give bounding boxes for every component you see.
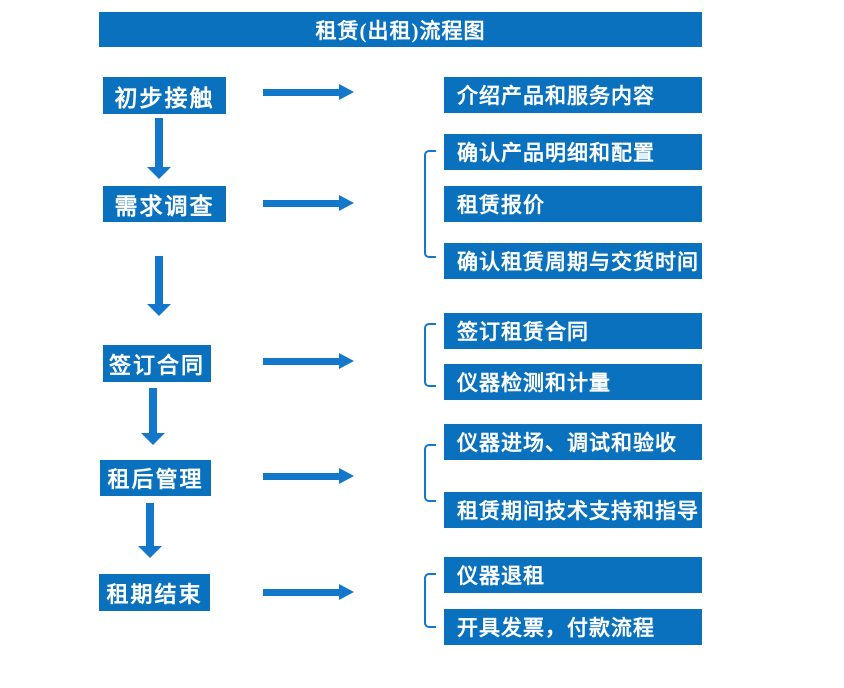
group-bracket bbox=[424, 150, 436, 258]
down-arrow-icon bbox=[147, 118, 171, 179]
detail-box-sign-rental-contract: 签订租赁合同 bbox=[444, 313, 702, 349]
right-arrow-icon bbox=[263, 195, 354, 212]
down-arrow-icon bbox=[141, 388, 165, 445]
arrow-shaft bbox=[155, 256, 163, 304]
arrow-head bbox=[339, 468, 354, 484]
arrow-head bbox=[339, 195, 354, 211]
arrow-shaft bbox=[146, 503, 154, 546]
arrow-shaft bbox=[263, 89, 339, 96]
detail-box-instrument-testing: 仪器检测和计量 bbox=[444, 364, 702, 400]
arrow-head bbox=[147, 304, 171, 316]
arrow-shaft bbox=[263, 589, 339, 596]
detail-box-instrument-setup-acceptance: 仪器进场、调试和验收 bbox=[444, 424, 702, 460]
stage-box-initial-contact: 初步接触 bbox=[103, 77, 226, 114]
group-bracket bbox=[424, 444, 436, 502]
arrow-head bbox=[138, 546, 162, 558]
arrow-head bbox=[339, 84, 354, 100]
arrow-shaft bbox=[263, 473, 339, 480]
arrow-head bbox=[339, 353, 354, 369]
right-arrow-icon bbox=[263, 84, 354, 101]
detail-box-invoice-payment: 开具发票，付款流程 bbox=[444, 609, 702, 645]
detail-box-confirm-product-details: 确认产品明细和配置 bbox=[444, 134, 702, 170]
right-arrow-icon bbox=[263, 353, 354, 370]
right-arrow-icon bbox=[263, 584, 354, 601]
detail-box-instrument-return: 仪器退租 bbox=[444, 557, 702, 593]
group-bracket bbox=[424, 323, 436, 387]
detail-box-rental-quotation: 租赁报价 bbox=[444, 186, 702, 222]
group-bracket bbox=[424, 573, 436, 628]
stage-box-sign-contract: 签订合同 bbox=[103, 345, 211, 382]
arrow-shaft bbox=[263, 358, 339, 365]
arrow-shaft bbox=[155, 118, 163, 167]
arrow-head bbox=[141, 433, 165, 445]
detail-box-introduce-products: 介绍产品和服务内容 bbox=[444, 77, 702, 113]
arrow-shaft bbox=[263, 200, 339, 207]
arrow-shaft bbox=[149, 388, 157, 433]
detail-box-technical-support: 租赁期间技术支持和指导 bbox=[444, 492, 702, 528]
arrow-head bbox=[147, 167, 171, 179]
arrow-head bbox=[339, 584, 354, 600]
down-arrow-icon bbox=[138, 503, 162, 558]
stage-box-rental-end: 租期结束 bbox=[99, 574, 210, 611]
detail-box-confirm-period-delivery: 确认租赁周期与交货时间 bbox=[444, 243, 702, 279]
flowchart-title: 租赁(出租)流程图 bbox=[99, 12, 702, 47]
stage-box-post-rental-management: 租后管理 bbox=[100, 460, 211, 496]
stage-box-demand-survey: 需求调查 bbox=[103, 186, 226, 222]
right-arrow-icon bbox=[263, 468, 354, 485]
down-arrow-icon bbox=[147, 256, 171, 316]
